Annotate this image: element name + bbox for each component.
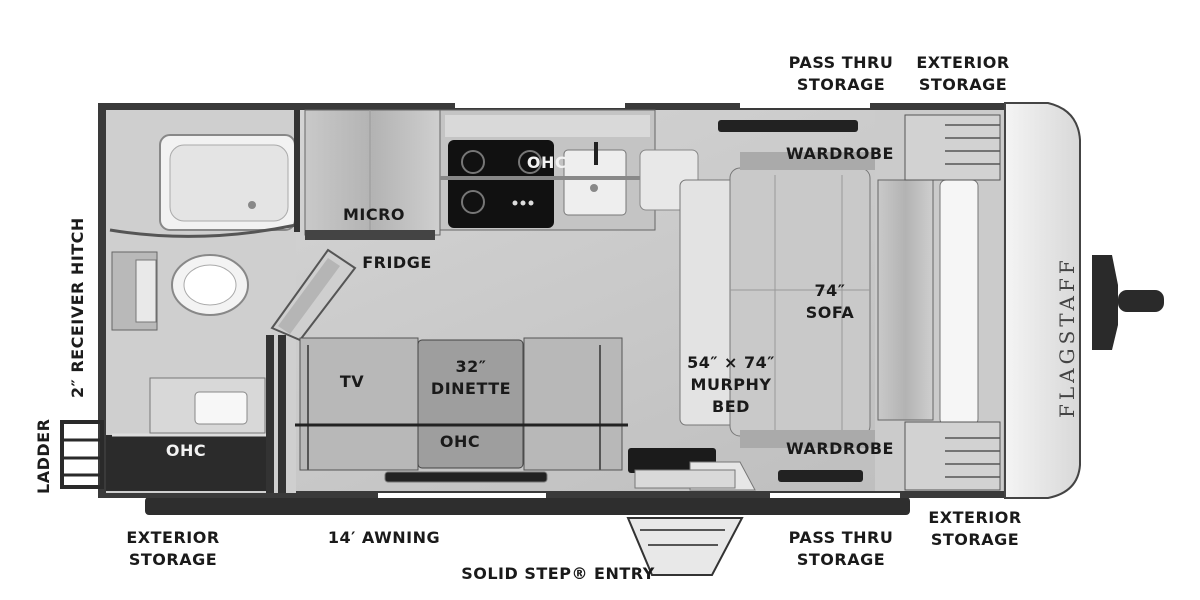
- awning-rail: [145, 497, 910, 515]
- bath-ohc: [106, 435, 266, 491]
- dinette-label: 32″DINETTE: [430, 357, 512, 398]
- dinette-seat-left: [299, 337, 419, 471]
- wardrobe-top-cabinet: [904, 114, 1001, 181]
- entry-step: [626, 517, 744, 576]
- awning-label: 14′ AWNING: [327, 528, 441, 547]
- ladder-label: LADDER: [34, 418, 53, 494]
- entry-label: SOLID STEP® ENTRY: [461, 564, 655, 583]
- cooktop: [448, 140, 554, 228]
- receiver-hitch-label: 2″ RECEIVER HITCH: [68, 217, 87, 398]
- wardrobe-bottom-label: WARDROBE: [786, 439, 894, 458]
- tongue: [1092, 255, 1118, 350]
- dinette-seat-right: [523, 337, 623, 471]
- ohc-kitchen-label: OHC: [526, 153, 568, 172]
- wardrobe-bottom-cabinet: [904, 421, 1001, 491]
- micro-label: MICRO: [342, 205, 406, 224]
- ohc-bath-label: OHC: [165, 441, 207, 460]
- ladder: [60, 420, 104, 489]
- front-cap: [1004, 102, 1081, 499]
- sofa-label: 74″SOFA: [805, 281, 855, 322]
- wardrobe-top-label: WARDROBE: [786, 144, 894, 163]
- tv-label: TV: [339, 372, 365, 391]
- dinette-table: [417, 339, 524, 469]
- front-bed: [939, 179, 979, 426]
- hitch-coupler: [1118, 290, 1164, 312]
- fridge-label: FRIDGE: [362, 253, 432, 272]
- micro-cabinet: [304, 109, 441, 236]
- brand-logo: FLAGSTAFF: [1055, 256, 1079, 418]
- ohc-dinette-label: OHC: [439, 432, 481, 451]
